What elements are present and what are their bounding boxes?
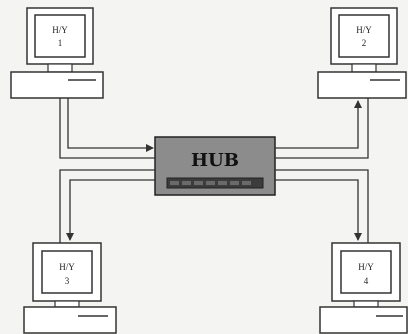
link-pc1-to-hub-arrow: [68, 98, 153, 148]
hub-label: HUB: [191, 150, 239, 171]
monitor-stand: [354, 301, 378, 307]
computer-1-label-line2: 1: [58, 38, 63, 48]
link-pc1-to-hub: [60, 98, 155, 158]
screen: [35, 15, 85, 57]
screen: [341, 251, 391, 293]
screen: [339, 15, 389, 57]
computer-4-label-line2: 4: [364, 276, 369, 286]
link-hub-to-pc2: [275, 98, 368, 158]
computer-1-label-line1: H/Y: [52, 25, 68, 35]
monitor-stand: [352, 64, 376, 72]
computer-2-label-line2: 2: [362, 38, 367, 48]
link-hub-to-pc2-arrow: [275, 101, 358, 148]
hub-ports: [170, 181, 251, 185]
computer-3: H/Y 3: [24, 243, 116, 333]
system-unit: [320, 307, 407, 333]
link-hub-to-pc4-arrow: [275, 180, 358, 240]
link-hub-to-pc3-arrow: [70, 180, 155, 240]
computer-3-label-line1: H/Y: [59, 262, 75, 272]
computer-2-label-line1: H/Y: [356, 25, 372, 35]
system-unit: [318, 72, 406, 98]
hub: HUB: [155, 137, 275, 195]
system-unit: [11, 72, 103, 98]
computer-1: H/Y 1: [11, 8, 103, 98]
computer-4: H/Y 4: [320, 243, 407, 333]
system-unit: [24, 307, 116, 333]
computer-2: H/Y 2: [318, 8, 406, 98]
link-hub-to-pc4: [275, 170, 368, 243]
link-hub-to-pc3: [60, 170, 155, 243]
computer-4-label-line1: H/Y: [358, 262, 374, 272]
monitor-stand: [55, 301, 79, 307]
monitor-stand: [48, 64, 72, 72]
screen: [42, 251, 92, 293]
computer-3-label-line2: 3: [65, 276, 70, 286]
